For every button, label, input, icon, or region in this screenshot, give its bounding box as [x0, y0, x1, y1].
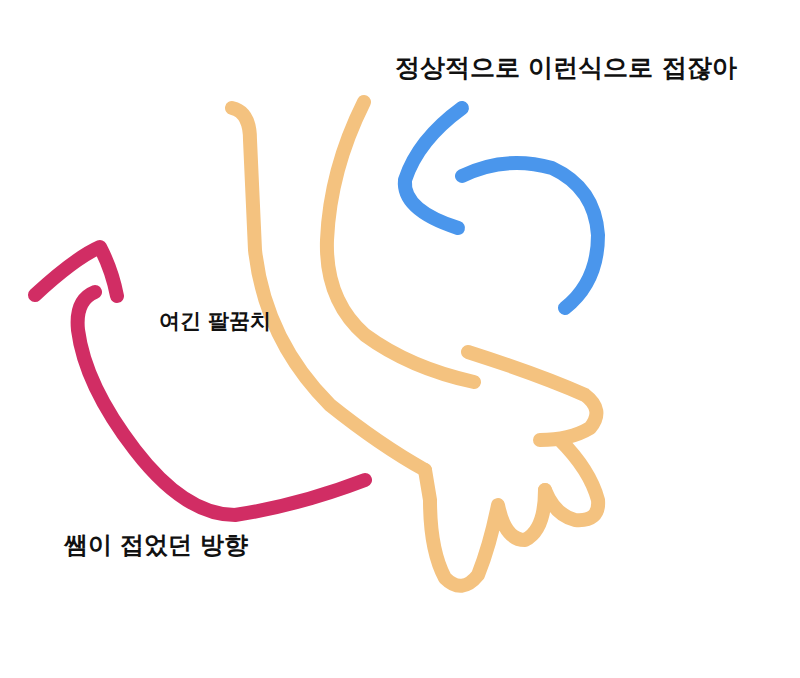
note-label: 쌤이 접었던 방향 [64, 531, 249, 560]
arm-right-edge [327, 102, 474, 382]
note-label: 여긴 팔꿈치 [159, 309, 271, 334]
arrow-shaft [462, 163, 598, 308]
hand-finger [545, 440, 598, 520]
arrow-head [405, 108, 462, 228]
pink-arrow [35, 247, 365, 515]
arm-outline [232, 102, 598, 586]
note-label: 정상적으로 이런식으로 접잖아 [395, 53, 737, 83]
arrow-head [35, 247, 117, 296]
arrow-shaft [78, 292, 365, 515]
hand-fingers [425, 470, 545, 586]
blue-arrow [405, 108, 598, 308]
hand-thumb [468, 352, 596, 440]
